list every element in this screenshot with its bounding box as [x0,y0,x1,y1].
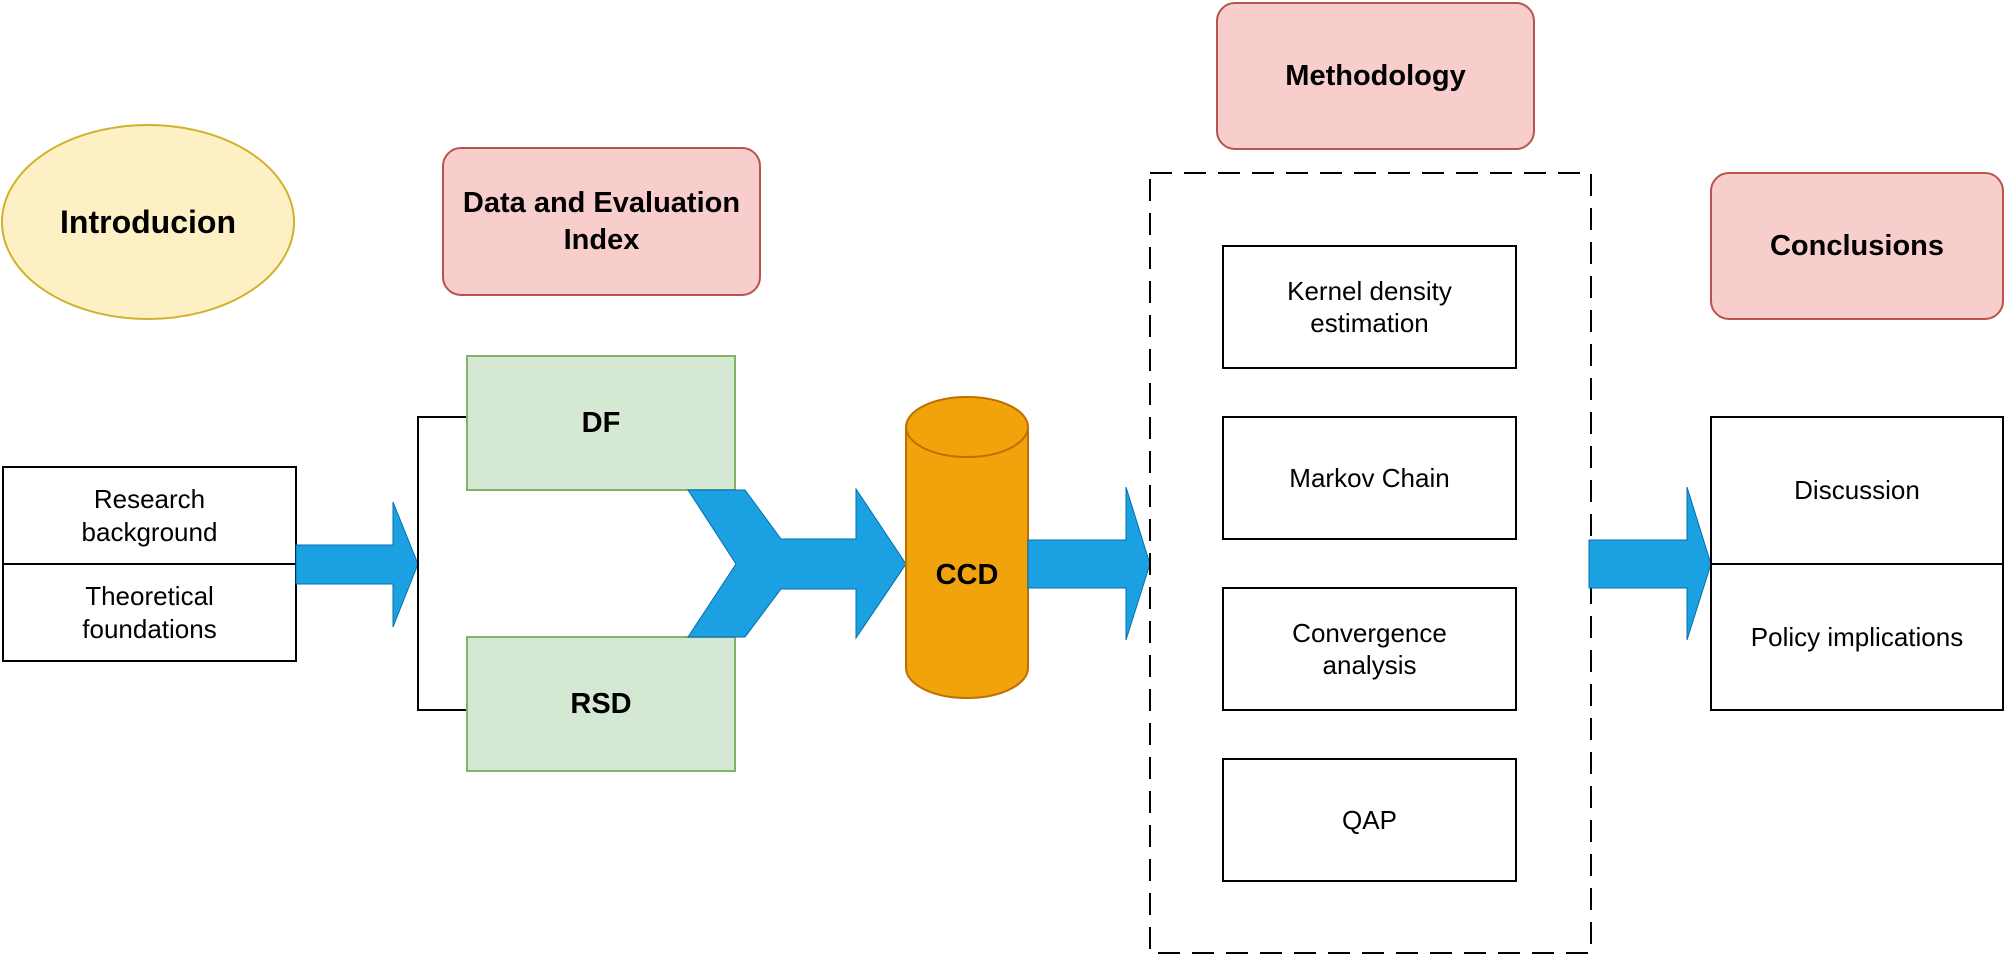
method-box-markov [1222,416,1517,540]
method-markov-label: Markov Chain [1289,462,1450,493]
ccd-cylinder [905,396,1029,699]
introduction-node [1,124,295,320]
arrow-ccd-to-methodology [1027,486,1151,641]
conclusions-heading: Conclusions [1769,229,1944,262]
arrow-intro-to-data [295,501,419,628]
discussion-label: Discussion [1794,475,1920,506]
research-background-box [2,466,297,565]
method-box-convergence [1222,587,1517,711]
introduction-heading: Introducion [60,204,236,240]
research-background-label: Research background [81,484,218,547]
rsd-label: RSD [570,687,632,720]
methodology-heading-box [1216,2,1535,150]
merge-arrow [687,487,907,640]
arrow-methodology-to-conclusions [1588,486,1712,641]
policy-label: Policy implications [1750,621,1964,652]
data-heading-box [442,147,761,296]
ccd-label: CCD [935,558,999,591]
policy-box [1710,563,2004,711]
method-qap-label: QAP [1342,804,1397,835]
bracket-connector [417,416,467,711]
rsd-box [466,636,736,772]
df-label: DF [581,406,621,439]
df-box [466,355,736,491]
discussion-box [1710,416,2004,565]
data-heading: Data and Evaluation Index [462,187,741,256]
methodology-heading: Methodology [1285,59,1466,92]
method-box-qap [1222,758,1517,882]
conclusions-heading-box [1710,172,2004,320]
theoretical-foundations-box [2,563,297,662]
method-convergence-label: Convergence analysis [1292,617,1447,681]
method-kernel-label: Kernel density estimation [1287,275,1452,339]
theoretical-foundations-label: Theoretical foundations [82,581,217,644]
method-box-kernel [1222,245,1517,369]
